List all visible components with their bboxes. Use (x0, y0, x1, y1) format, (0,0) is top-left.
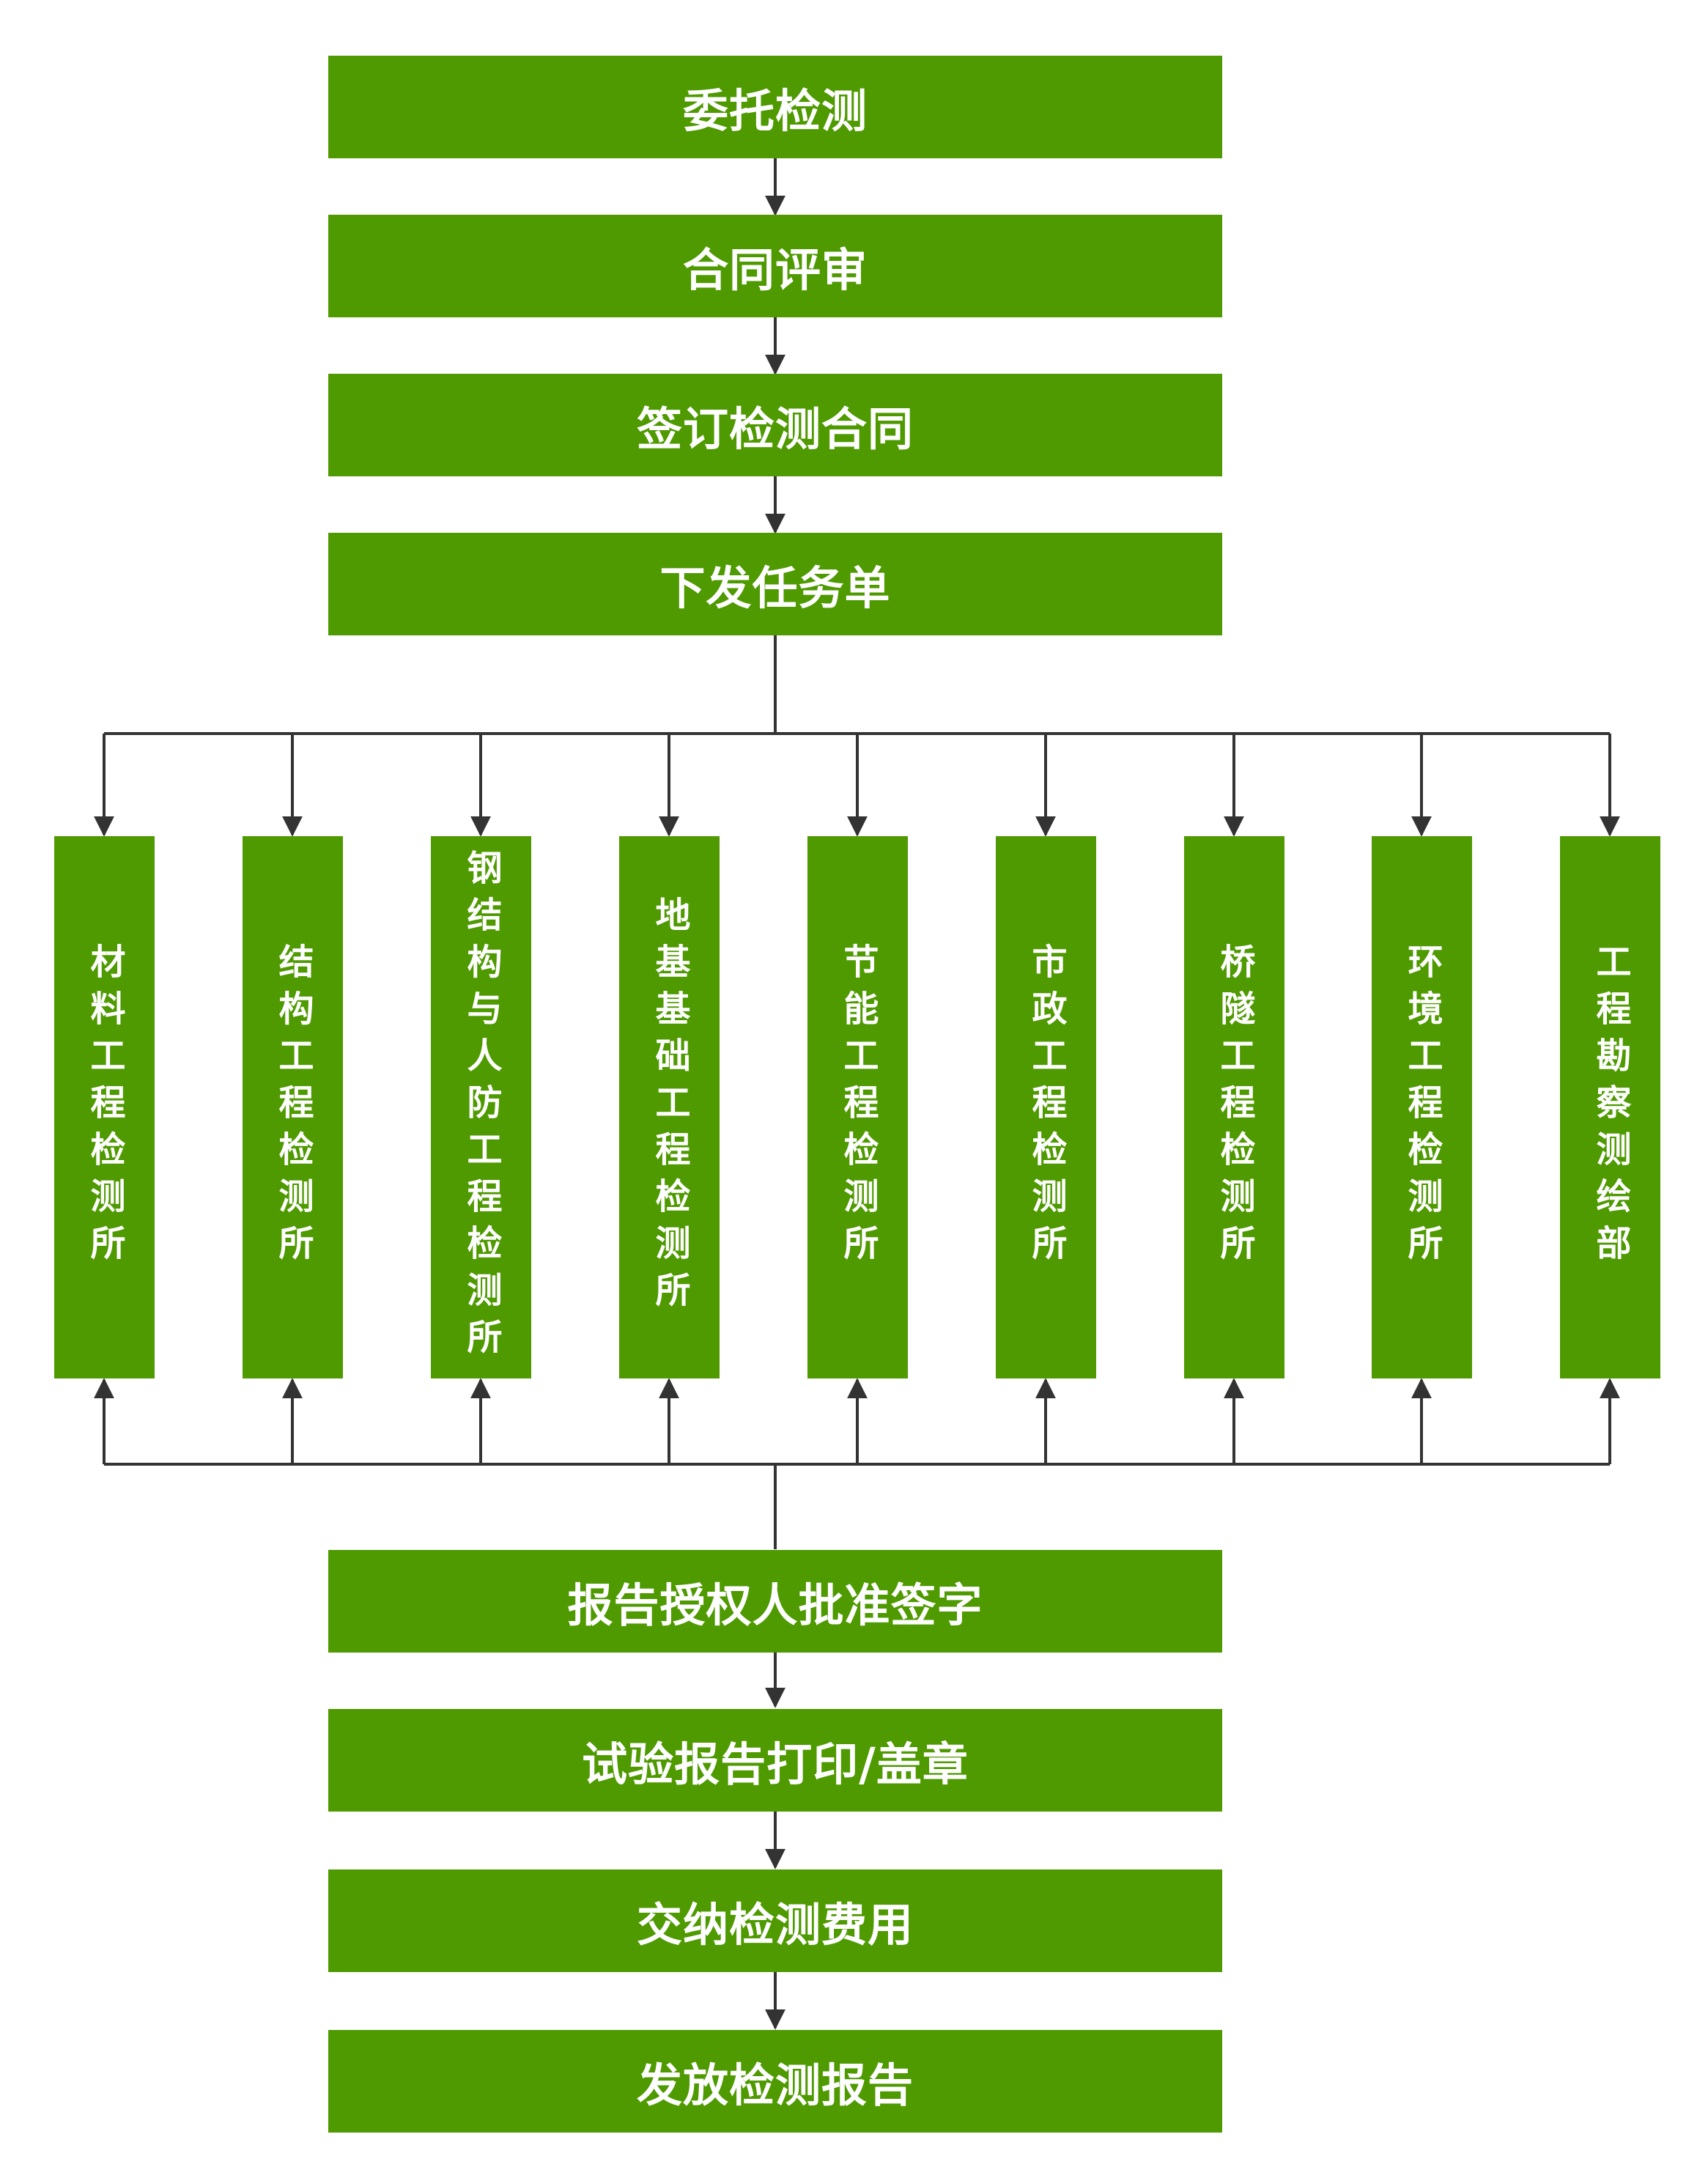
dept-foundation: 地基基础工程检测所 (619, 836, 720, 1378)
dept-steel-civil-defense: 钢结构与人防工程检测所 (431, 836, 531, 1378)
dept-municipal: 市政工程检测所 (996, 836, 1096, 1378)
dept-environment: 环境工程检测所 (1372, 836, 1472, 1378)
dept-bridge-tunnel: 桥隧工程检测所 (1184, 836, 1284, 1378)
step-issue-task-order: 下发任务单 (328, 533, 1222, 635)
step-contract-review: 合同评审 (328, 215, 1222, 317)
step-print-stamp: 试验报告打印/盖章 (328, 1709, 1222, 1812)
step-pay-fees: 交纳检测费用 (328, 1869, 1222, 1972)
step-report-approval: 报告授权人批准签字 (328, 1550, 1222, 1653)
dept-structures: 结构工程检测所 (243, 836, 343, 1378)
dept-materials: 材料工程检测所 (54, 836, 155, 1378)
step-issue-report: 发放检测报告 (328, 2030, 1222, 2133)
dept-survey-mapping: 工程勘察测绘部 (1560, 836, 1660, 1378)
step-entrust-testing: 委托检测 (328, 56, 1222, 158)
dept-energy-saving: 节能工程检测所 (807, 836, 908, 1378)
step-sign-contract: 签订检测合同 (328, 374, 1222, 476)
